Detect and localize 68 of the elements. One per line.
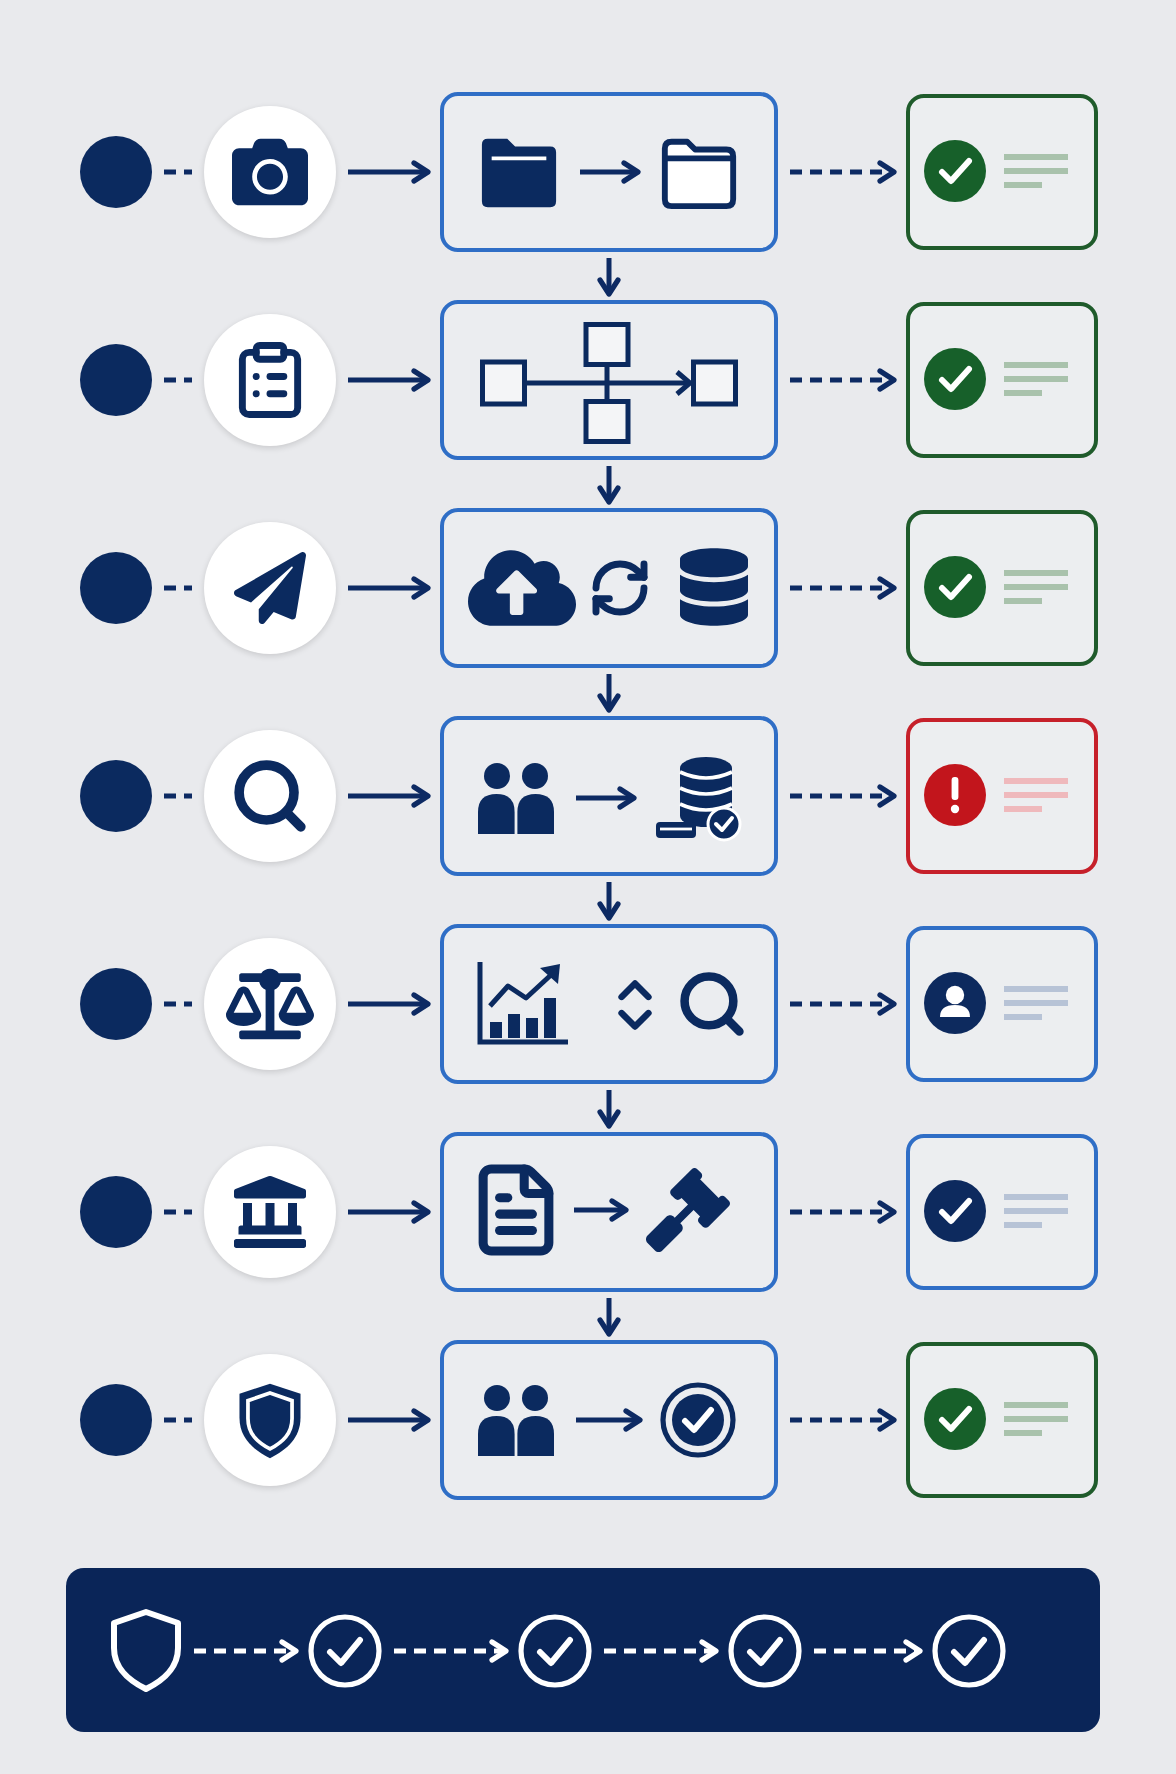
process-box [440, 300, 778, 460]
arrow [597, 466, 621, 505]
dashed-arrow [814, 1639, 923, 1663]
status-card [906, 94, 1098, 250]
dashed-connector [164, 377, 192, 383]
check-circle-icon [308, 1614, 382, 1688]
arrow [597, 882, 621, 921]
dashed-arrow [790, 1200, 897, 1224]
process-box [440, 508, 778, 668]
arrow [597, 258, 621, 297]
shield-icon [204, 1354, 336, 1486]
status-card [906, 510, 1098, 666]
status-card [906, 1134, 1098, 1290]
arrow [348, 1408, 431, 1432]
dashed-connector [164, 585, 192, 591]
dashed-arrow [790, 1408, 897, 1432]
arrow [574, 1198, 629, 1222]
camera-icon [204, 106, 336, 238]
arrow [348, 784, 431, 808]
arrow [348, 160, 431, 184]
process-box [440, 92, 778, 252]
scales-icon [204, 938, 336, 1070]
arrow [348, 368, 431, 392]
clipboard-list-icon [204, 314, 336, 446]
process-box [440, 716, 778, 876]
dashed-arrow [394, 1639, 509, 1663]
arrow [348, 1200, 431, 1224]
process-box [440, 1340, 778, 1500]
check-circle-icon [660, 1382, 736, 1458]
bank-icon [204, 1146, 336, 1278]
dashed-arrow [604, 1639, 719, 1663]
arrow [576, 786, 637, 810]
dashed-arrow [790, 160, 897, 184]
status-card [906, 302, 1098, 458]
arrow [597, 1090, 621, 1129]
gavel-icon [646, 1168, 730, 1252]
arrow [348, 576, 431, 600]
status-card [906, 926, 1098, 1082]
arrow [580, 160, 641, 184]
database-check-icon [654, 754, 742, 842]
dashed-arrow [790, 784, 897, 808]
arrow [597, 674, 621, 713]
dashed-connector [164, 793, 192, 799]
process-box [440, 924, 778, 1084]
process-box [440, 1132, 778, 1292]
paper-plane-icon [204, 522, 336, 654]
people-icon [476, 1384, 556, 1456]
dashed-arrow [790, 576, 897, 600]
status-card [906, 718, 1098, 874]
check-circle-icon [518, 1614, 592, 1688]
check-circle-icon [932, 1614, 1006, 1688]
dashed-connector [164, 1209, 192, 1215]
arrow [348, 992, 431, 1016]
document-icon [478, 1164, 554, 1256]
check-circle-icon [728, 1614, 802, 1688]
dashed-connector [164, 1001, 192, 1007]
shield-icon [110, 1608, 182, 1692]
dashed-connector [164, 1417, 192, 1423]
people-icon [476, 762, 556, 834]
summary-bar [66, 1568, 1100, 1732]
arrow [576, 1408, 643, 1432]
dashed-connector [164, 169, 192, 175]
arrow [597, 1298, 621, 1337]
dashed-arrow [194, 1639, 299, 1663]
search-icon [204, 730, 336, 862]
dashed-arrow [790, 992, 897, 1016]
dashed-arrow [790, 368, 897, 392]
status-card [906, 1342, 1098, 1498]
